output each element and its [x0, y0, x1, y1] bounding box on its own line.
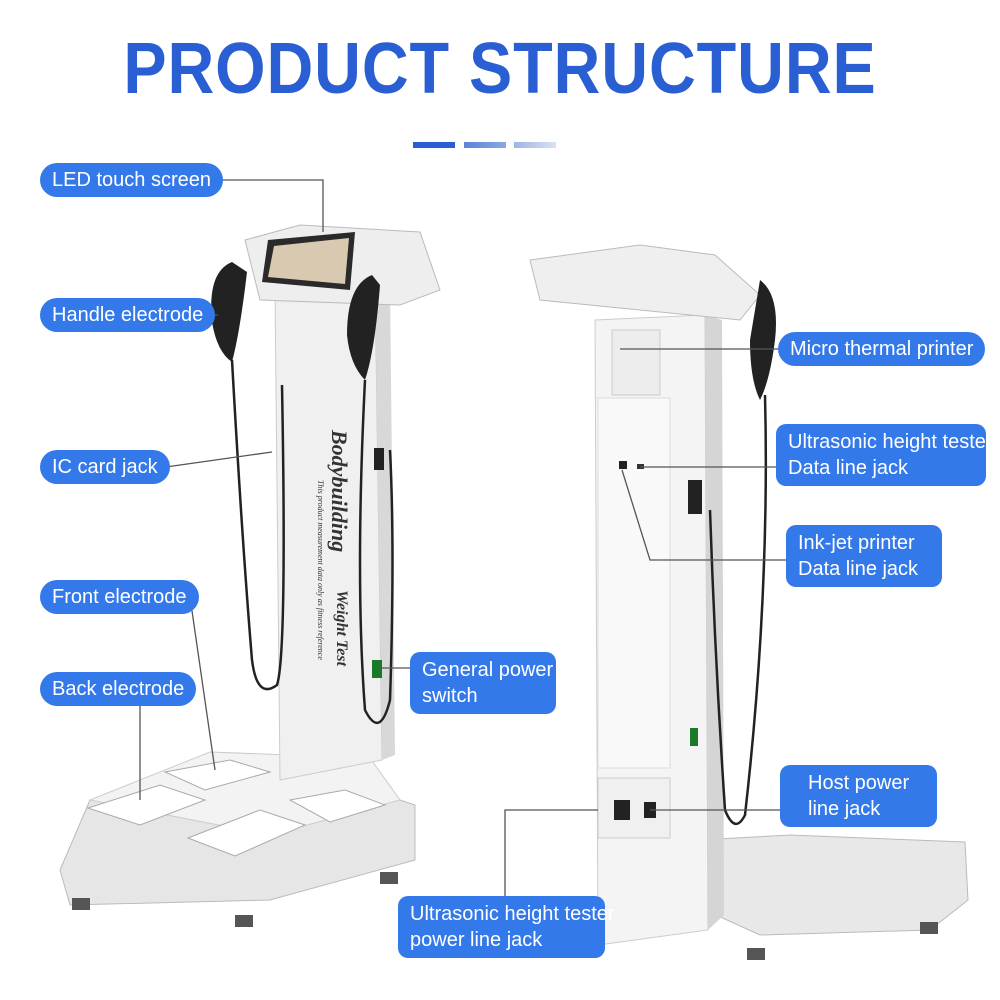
- device-brand-print: Bodybuilding: [327, 430, 352, 553]
- label-line: Host power: [808, 772, 910, 794]
- label-line: Data line jack: [798, 558, 919, 580]
- label-general-power-switch: General power switch: [410, 652, 556, 714]
- title-divider-1: [413, 142, 455, 148]
- label-ultrasonic-data-jack: Ultrasonic height tester Data line jack: [776, 424, 993, 486]
- label-line: Data line jack: [788, 457, 909, 479]
- label-line: line jack: [808, 798, 881, 820]
- label-back-electrode: Back electrode: [40, 672, 197, 706]
- label-led-touch-screen: LED touch screen: [40, 163, 223, 197]
- label-front-electrode: Front electrode: [40, 580, 199, 614]
- label-ultrasonic-power-jack: Ultrasonic height tester power line jack: [398, 896, 615, 958]
- title-divider-3: [514, 142, 556, 148]
- device-subtitle-print: Weight Test: [333, 590, 350, 667]
- page-title: PRODUCT STRUCTURE: [123, 29, 877, 109]
- label-line: General power: [422, 659, 554, 681]
- label-handle-electrode: Handle electrode: [40, 298, 216, 332]
- front-view-machine: [59, 224, 441, 927]
- label-inkjet-data-jack: Ink-jet printer Data line jack: [786, 525, 942, 587]
- label-micro-thermal-printer: Micro thermal printer: [778, 332, 986, 366]
- label-line: Ink-jet printer: [798, 532, 915, 554]
- label-line: Ultrasonic height tester: [788, 431, 993, 453]
- label-line: switch: [422, 685, 478, 707]
- device-small-print: This product measurement data only as fi…: [316, 480, 325, 660]
- label-line: Ultrasonic height tester: [410, 903, 615, 925]
- leader-lines: [139, 179, 786, 896]
- label-ic-card-jack: IC card jack: [40, 450, 170, 484]
- title-divider-2: [464, 142, 506, 148]
- label-line: power line jack: [410, 929, 543, 951]
- label-host-power-jack: Host power line jack: [780, 765, 937, 827]
